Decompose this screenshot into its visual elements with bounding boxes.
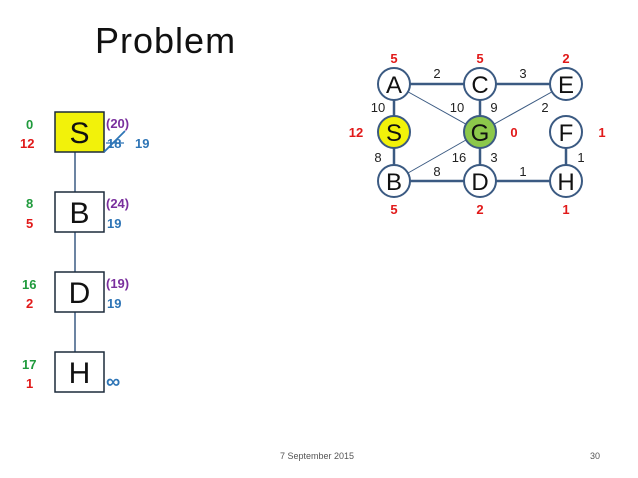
graph-node-f-label: F (559, 120, 574, 147)
tree-d-h: 2 (26, 296, 33, 311)
tree-node-h-label: H (69, 357, 91, 390)
tree-b-h: 5 (26, 216, 33, 231)
graph-node-f: F (549, 115, 583, 149)
weight-a-g: 10 (450, 100, 464, 115)
weight-b-d: 8 (433, 164, 440, 179)
heuristic-h: 1 (562, 202, 569, 217)
tree-s-g: 0 (26, 117, 33, 132)
weight-b-g: 16 (452, 150, 466, 165)
heuristic-d: 2 (476, 202, 483, 217)
graph-node-b-label: B (386, 169, 402, 196)
graph-node-h: H (549, 164, 583, 198)
tree-s-h: 12 (20, 136, 34, 151)
graph-node-s: S (377, 115, 411, 149)
tree-h-h: 1 (26, 376, 33, 391)
graph-node-c-label: C (471, 72, 488, 99)
tree-node-d-label: D (69, 277, 91, 310)
slide-title: Problem (95, 20, 237, 61)
weight-e-g: 2 (541, 100, 548, 115)
heuristic-e: 2 (562, 51, 569, 66)
tree-node-s (54, 111, 105, 153)
tree-d-g: 16 (22, 277, 36, 292)
graph-node-g: G (463, 115, 497, 149)
weight-d-h: 1 (519, 164, 526, 179)
graph-node-h-label: H (557, 169, 574, 196)
search-tree: S 0 12 (20) 18 19 B 8 5 (24) 19 D 16 2 (… (20, 111, 149, 393)
heuristic-a: 5 (390, 51, 397, 66)
tree-b-f: (24) (106, 196, 129, 211)
footer-date: 7 September 2015 (280, 451, 355, 461)
page-number: 30 (590, 451, 601, 461)
tree-node-h (54, 351, 105, 393)
heuristic-c: 5 (476, 51, 483, 66)
heuristic-s: 12 (349, 125, 363, 140)
graph-node-b: B (377, 164, 411, 198)
tree-node-b (54, 191, 105, 233)
weight-s-b: 8 (374, 150, 381, 165)
tree-s-f: (20) (106, 116, 129, 131)
graph-node-a: A (377, 67, 411, 101)
graph-node-e: E (549, 67, 583, 101)
tree-node-d (54, 271, 105, 313)
graph-node-d: D (463, 164, 497, 198)
graph-node-s-label: S (386, 120, 402, 147)
tree-b-g: 8 (26, 196, 33, 211)
tree-h-infinity-cost: ∞ (106, 371, 120, 393)
tree-d-cost: 19 (107, 296, 121, 311)
tree-h-g: 17 (22, 357, 36, 372)
heuristic-g: 0 (510, 125, 517, 140)
tree-s-new-cost: 19 (135, 136, 149, 151)
graph-node-c: C (463, 67, 497, 101)
weight-f-h: 1 (577, 150, 584, 165)
weight-a-c: 2 (433, 66, 440, 81)
graph-node-g-label: G (471, 120, 490, 147)
tree-s-strike-mark (103, 130, 126, 153)
weight-c-e: 3 (519, 66, 526, 81)
heuristic-b: 5 (390, 202, 397, 217)
graph-node-e-label: E (558, 72, 574, 99)
tree-node-s-label: S (69, 117, 89, 150)
tree-node-b-label: B (69, 197, 89, 230)
tree-b-cost: 19 (107, 216, 121, 231)
graph-node-a-label: A (386, 72, 402, 99)
graph-node-d-label: D (471, 169, 488, 196)
tree-d-f: (19) (106, 276, 129, 291)
graph: 2 3 10 10 9 2 8 16 3 8 1 1 A C E S G (349, 51, 606, 217)
weight-a-s: 10 (371, 100, 385, 115)
weight-c-g: 9 (490, 100, 497, 115)
heuristic-f: 1 (598, 125, 605, 140)
weight-g-d: 3 (490, 150, 497, 165)
